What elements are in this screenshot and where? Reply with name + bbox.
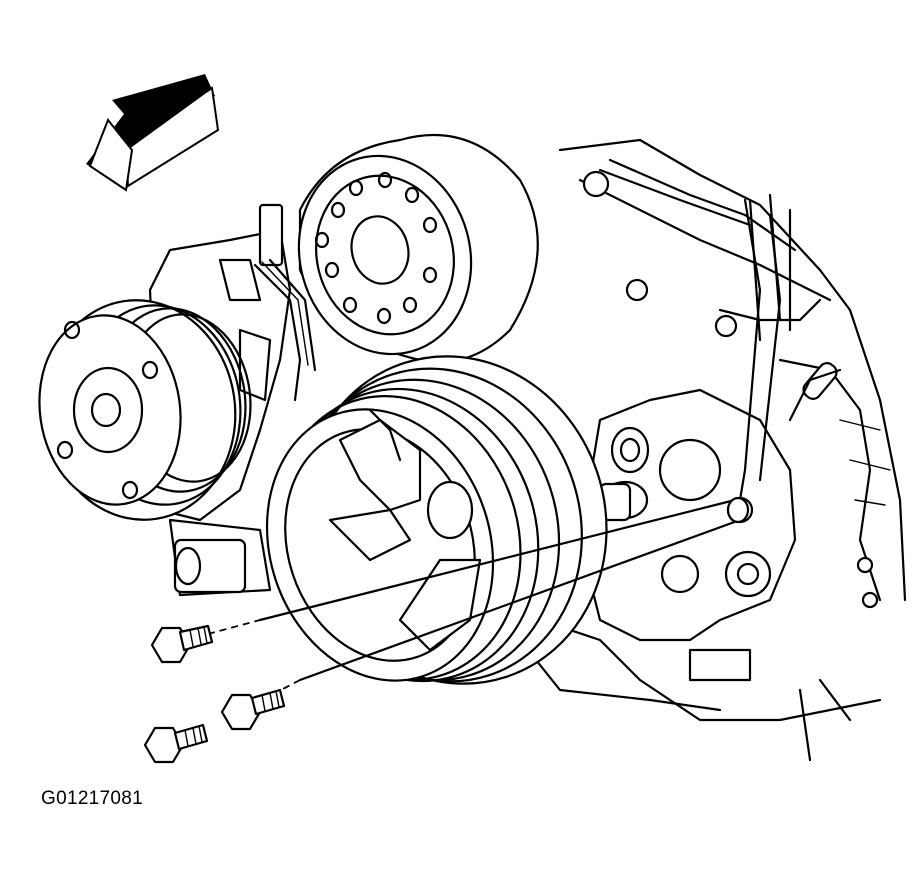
- mounting-bolt-lower: [143, 723, 209, 764]
- bolt-alignment-lines: [207, 496, 750, 701]
- mounting-bracket: [583, 362, 842, 682]
- crankshaft-pulley: [265, 355, 608, 685]
- figure-code: G01217081: [41, 788, 144, 809]
- direction-arrow-icon: [86, 74, 220, 192]
- drive-belt: [253, 198, 782, 502]
- pulley-bolt-holes: [314, 171, 438, 325]
- mounting-bolt-middle: [220, 688, 286, 731]
- upper-pulley: [297, 133, 539, 364]
- mounting-bolt-upper: [150, 624, 214, 664]
- ac-compressor: [38, 203, 292, 597]
